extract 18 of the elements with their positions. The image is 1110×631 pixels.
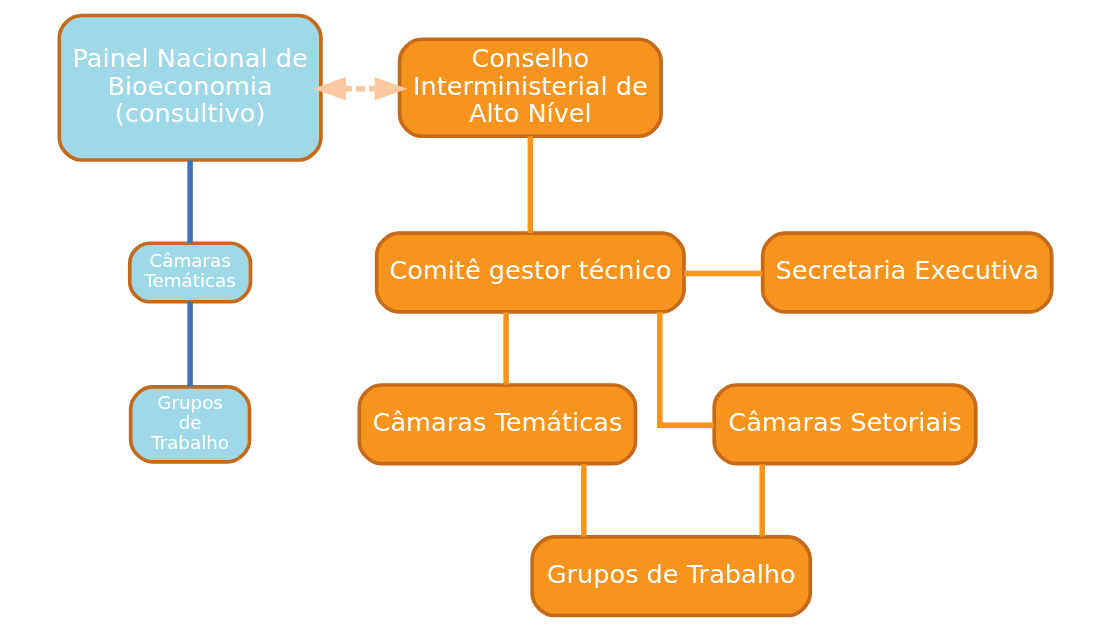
- node-box: Câmaras Setoriais: [711, 383, 978, 466]
- node-box: Grupos de Trabalho: [128, 385, 251, 464]
- connector: [758, 464, 765, 537]
- connector: [580, 464, 587, 537]
- connector: [186, 301, 193, 387]
- node-box: Secretaria Executiva: [760, 231, 1053, 314]
- node-box: Grupos de Trabalho: [529, 535, 812, 618]
- connector: [527, 136, 533, 233]
- connector: [502, 312, 509, 385]
- node-box: Painel Nacional de Bioeconomia (consultivo): [57, 13, 323, 162]
- node-box: Câmaras Temáticas: [357, 383, 637, 466]
- arrow: [312, 77, 408, 101]
- node-box: Comitê gestor técnico: [374, 231, 686, 314]
- node-box: Conselho Interministerial de Alto Nível: [397, 37, 663, 139]
- node-box: Câmaras Temáticas: [127, 241, 252, 304]
- connector: [683, 270, 762, 277]
- connector: [186, 160, 193, 244]
- connector: [656, 311, 714, 428]
